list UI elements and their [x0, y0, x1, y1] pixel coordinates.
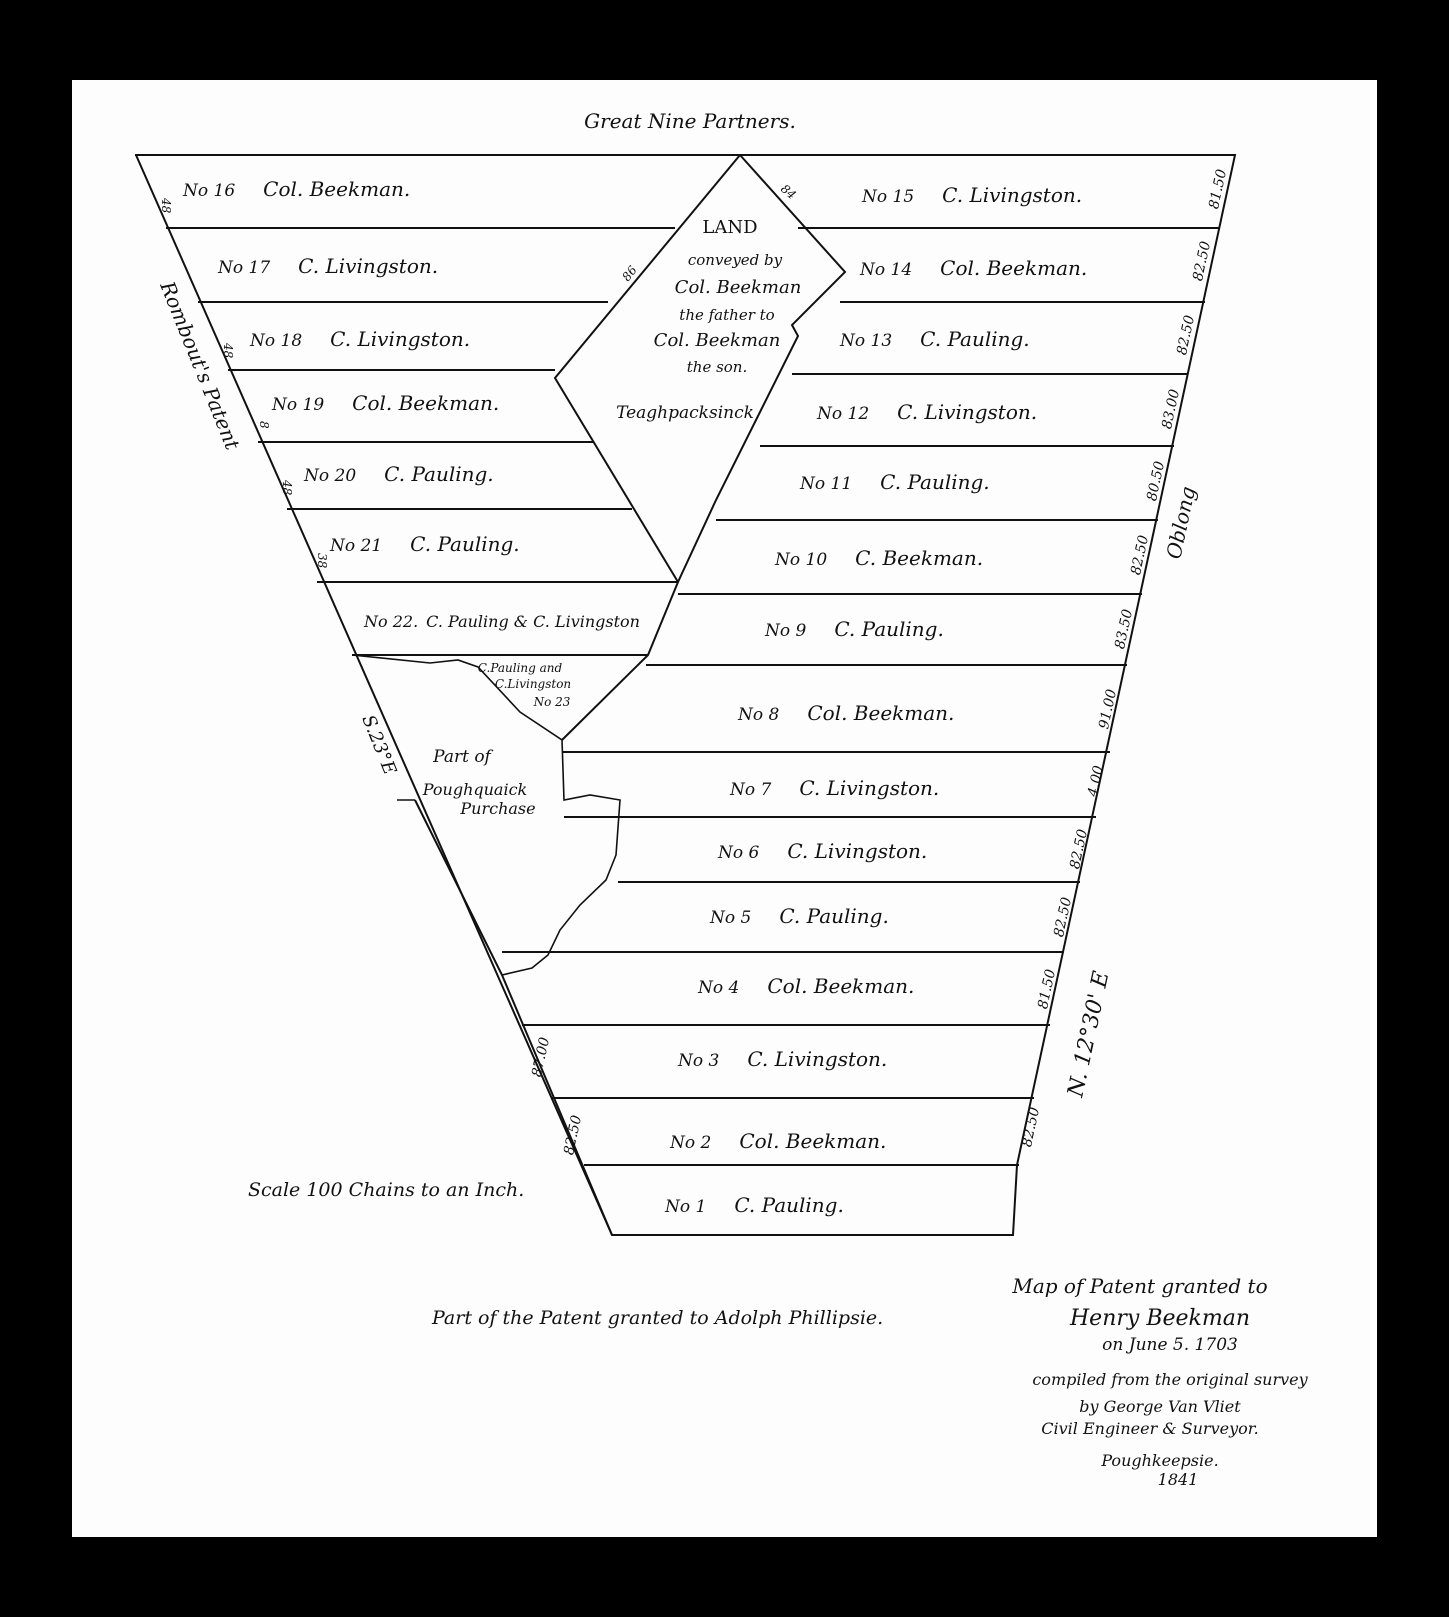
- right-bearing-label: N. 12°30' E: [1063, 969, 1114, 1100]
- svg-text:84: 84: [778, 182, 799, 203]
- svg-text:by George Van Vliet: by George Van Vliet: [1079, 1397, 1241, 1416]
- chain-measure: 87.00: [529, 1036, 553, 1079]
- lot-label: No 22.C. Pauling & C. Livingston: [363, 612, 640, 631]
- edge-mark: 48: [280, 479, 294, 496]
- lot-label: No 10C. Beekman.: [774, 546, 983, 570]
- lot-label: No 3C. Livingston.: [677, 1047, 887, 1071]
- lot-label: No 13C. Pauling.: [839, 327, 1030, 351]
- left-boundary-label: Rombout's Patent: [155, 277, 245, 454]
- svg-text:C.Livingston: C.Livingston: [495, 677, 571, 691]
- chain-measure: 82.50: [1019, 1106, 1043, 1149]
- chain-measure: 82.50: [561, 1114, 585, 1157]
- edge-mark: 48: [221, 342, 235, 359]
- lot-label: No 1C. Pauling.: [664, 1193, 844, 1217]
- top-boundary-label: Great Nine Partners.: [584, 109, 796, 133]
- svg-text:Poughkeepsie.: Poughkeepsie.: [1100, 1451, 1218, 1470]
- svg-text:the father to: the father to: [679, 306, 774, 324]
- edge-mark: 38: [315, 553, 329, 569]
- edge-mark: 8: [257, 421, 271, 429]
- lot-label: No 20C. Pauling.: [303, 462, 494, 486]
- svg-text:LAND: LAND: [702, 217, 757, 238]
- left-bearing-label: S.23°E: [357, 712, 400, 778]
- svg-text:conveyed by: conveyed by: [688, 251, 783, 269]
- bottom-boundary-label: Part of the Patent granted to Adolph Phi…: [431, 1307, 883, 1329]
- lot-label: No 15C. Livingston.: [861, 183, 1082, 207]
- svg-text:No 23: No 23: [533, 695, 571, 709]
- svg-text:C.Pauling and: C.Pauling and: [478, 661, 563, 675]
- chain-measure: 91.00: [1096, 688, 1120, 731]
- left-edge-marks: 48 48 8 48 38: [159, 197, 329, 569]
- scale-label: Scale 100 Chains to an Inch.: [248, 1179, 524, 1201]
- lot-label: No 9C. Pauling.: [764, 617, 944, 641]
- svg-text:Part of: Part of: [432, 747, 493, 767]
- svg-text:Col. Beekman: Col. Beekman: [675, 277, 802, 298]
- lot-labels: No 1C. Pauling. No 2Col. Beekman. No 3C. L…: [182, 177, 1087, 1217]
- lot-label: No 6C. Livingston.: [717, 839, 927, 863]
- svg-text:Poughquaick: Poughquaick: [422, 780, 527, 799]
- chain-measure: 4.00: [1085, 764, 1107, 799]
- title-block: Map of Patent granted to Henry Beekman o…: [1011, 1274, 1308, 1489]
- chain-measure: 81.50: [1206, 168, 1230, 211]
- date-line: on June 5. 1703: [1102, 1335, 1238, 1355]
- chain-measure: 82.50: [1067, 828, 1091, 871]
- lot-label: No 5C. Pauling.: [709, 904, 889, 928]
- poughquaick-label: Part of Poughquaick Purchase: [422, 747, 536, 818]
- right-chain-measurements: 81.5082.5082.5083.0080.5082.5083.5091.00…: [1019, 168, 1230, 1149]
- chain-measure: 82.50: [1190, 240, 1214, 283]
- lot-label: No 4Col. Beekman.: [697, 974, 914, 998]
- lot-label: No 19Col. Beekman.: [271, 391, 499, 415]
- center-tract-outline: [562, 155, 845, 740]
- title-line: Map of Patent granted to: [1011, 1274, 1267, 1298]
- svg-text:the son.: the son.: [687, 358, 748, 376]
- lot-label: No 8Col. Beekman.: [737, 701, 954, 725]
- lot-label: No 18C. Livingston.: [249, 327, 470, 351]
- lot-label: No 21C. Pauling.: [329, 532, 520, 556]
- lot-label: No 12C. Livingston.: [816, 400, 1037, 424]
- lot-label: No 17C. Livingston.: [217, 254, 438, 278]
- lot-label: No 14Col. Beekman.: [859, 256, 1087, 280]
- svg-text:Col. Beekman: Col. Beekman: [654, 330, 781, 351]
- lot-label: No 2Col. Beekman.: [669, 1129, 886, 1153]
- year-line: 1841: [1158, 1470, 1199, 1489]
- edge-mark: 48: [159, 197, 173, 214]
- left-chain-measurements: 87.00 82.50: [529, 1036, 585, 1157]
- right-boundary-label: Oblong: [1161, 484, 1200, 561]
- lot-23-label: C.Pauling and C.Livingston No 23: [478, 661, 571, 709]
- grantee-line: Henry Beekman: [1069, 1306, 1250, 1331]
- lot-label: No 7C. Livingston.: [729, 776, 939, 800]
- svg-text:compiled from the original sur: compiled from the original survey: [1032, 1370, 1308, 1389]
- center-tract-name: Teaghpacksinck: [616, 403, 754, 423]
- svg-text:Purchase: Purchase: [459, 799, 535, 818]
- lot-label: No 11C. Pauling.: [799, 470, 990, 494]
- lot-label: No 16Col. Beekman.: [182, 177, 410, 201]
- svg-text:Civil Engineer & Surveyor.: Civil Engineer & Surveyor.: [1041, 1419, 1258, 1438]
- chain-measure: 82.50: [1174, 314, 1198, 357]
